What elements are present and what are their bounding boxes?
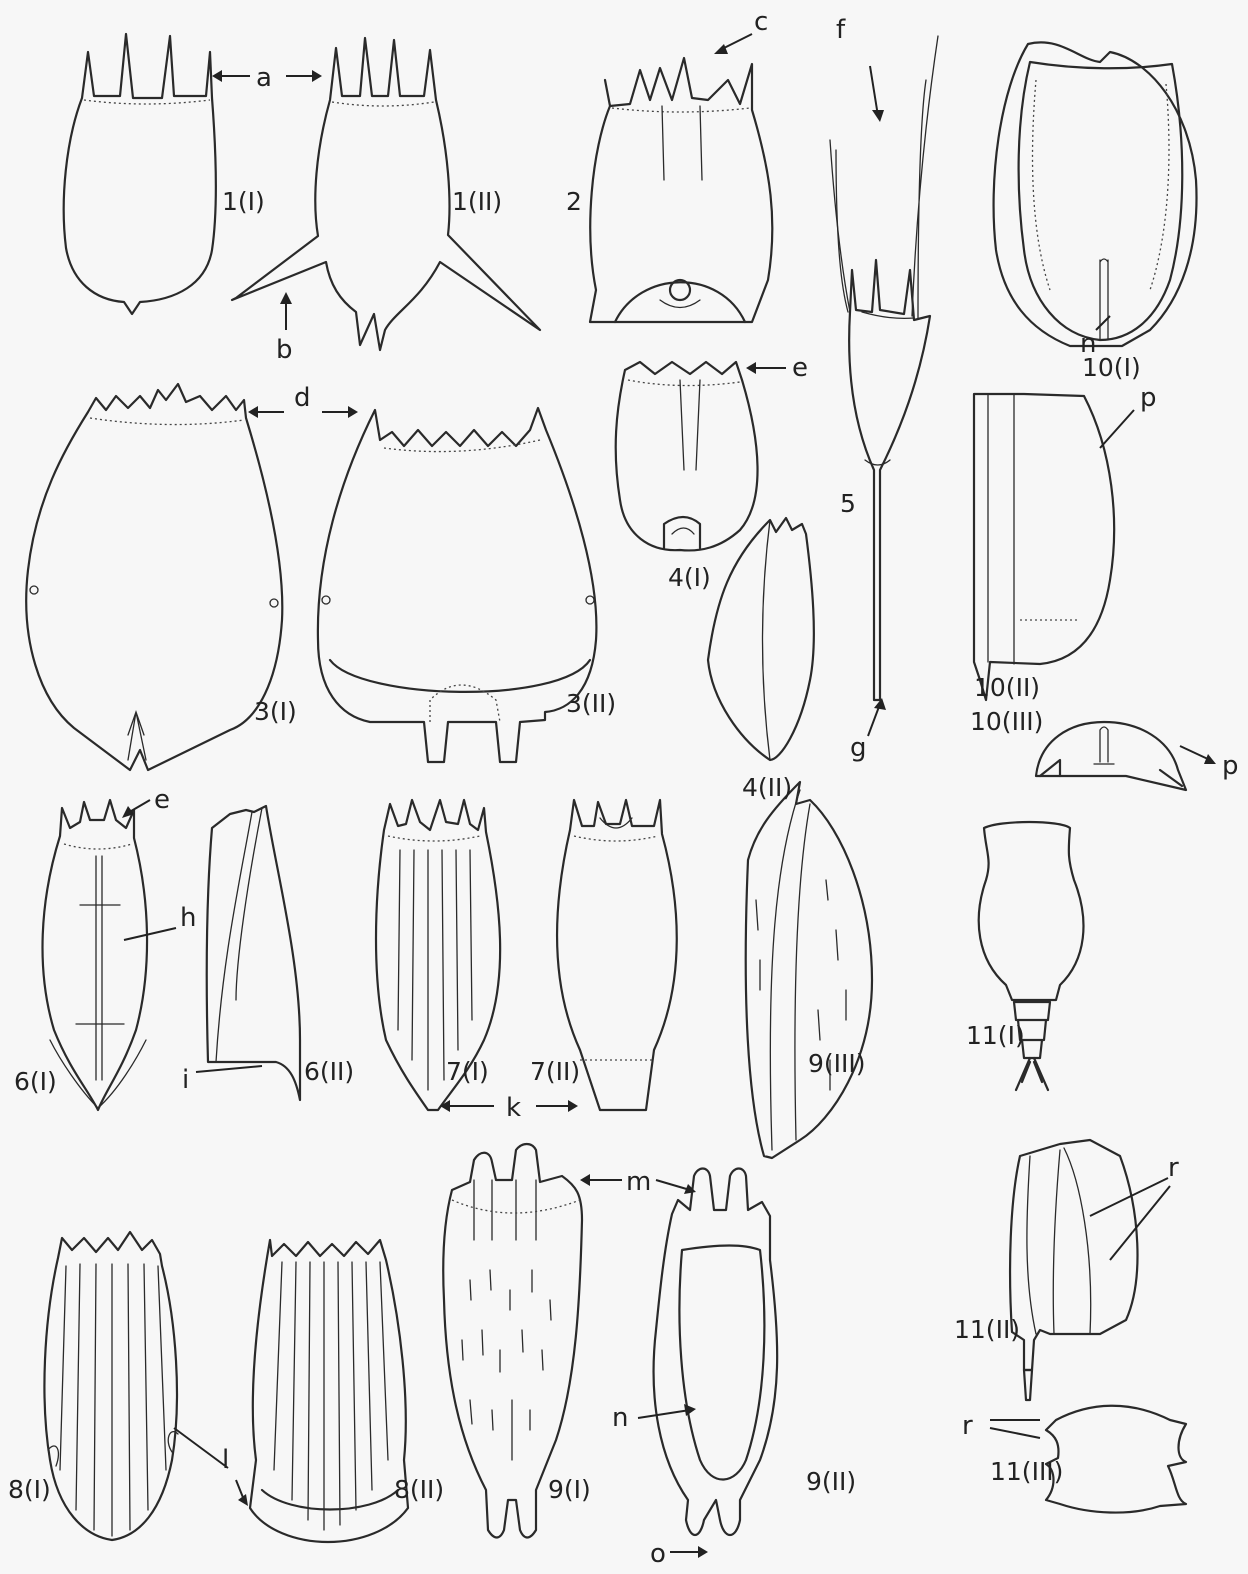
specimen-11-II (1010, 1140, 1137, 1400)
callout-k: k (506, 1093, 521, 1123)
label-10-II: 10(II) (974, 673, 1040, 702)
callout-p-bottom: p (1222, 751, 1239, 781)
specimen-10-I (994, 42, 1197, 346)
label-3-I: 3(I) (254, 697, 297, 726)
label-9-II: 9(II) (806, 1467, 856, 1496)
callout-f: f (836, 15, 846, 45)
specimen-5 (830, 36, 938, 700)
callout-c: c (754, 7, 768, 37)
callout-arrows (122, 34, 1216, 1558)
callout-e-bottom: e (154, 785, 170, 815)
label-4-II: 4(II) (742, 773, 792, 802)
label-7-I: 7(I) (446, 1057, 489, 1086)
label-4-I: 4(I) (668, 563, 711, 592)
label-7-II: 7(II) (530, 1057, 580, 1086)
callout-r-bottom: r (962, 1411, 973, 1441)
callout-r-top: r (1168, 1153, 1179, 1183)
specimen-6-I (43, 800, 148, 1110)
specimen-1-I (64, 34, 216, 314)
callout-n-top: n (1080, 329, 1096, 359)
callout-a: a (256, 63, 272, 93)
specimen-10-II (974, 394, 1114, 700)
specimen-4-II (708, 518, 814, 760)
specimen-9-III (746, 782, 872, 1158)
label-1-II: 1(II) (452, 187, 502, 216)
callout-d: d (294, 383, 311, 413)
label-3-II: 3(II) (566, 689, 616, 718)
callout-b: b (276, 335, 293, 365)
specimen-3-I (26, 384, 282, 770)
label-10-III: 10(III) (970, 707, 1043, 736)
callout-m: m (626, 1167, 651, 1197)
callout-h: h (180, 903, 196, 933)
specimen-2 (590, 58, 772, 322)
label-9-I: 9(I) (548, 1475, 591, 1504)
specimen-9-II (654, 1169, 778, 1536)
label-11-I: 11(I) (966, 1021, 1025, 1050)
callout-g: g (850, 733, 867, 763)
specimen-11-III (1046, 1406, 1186, 1513)
label-1-I: 1(I) (222, 187, 265, 216)
callout-l: l (222, 1445, 229, 1475)
specimen-6-II (207, 806, 300, 1100)
callout-e-top: e (792, 353, 808, 383)
label-6-I: 6(I) (14, 1067, 57, 1096)
label-5: 5 (840, 489, 856, 518)
label-6-II: 6(II) (304, 1057, 354, 1086)
label-11-II: 11(II) (954, 1315, 1020, 1344)
label-11-III: 11(III) (990, 1457, 1063, 1486)
specimen-3-II (318, 408, 597, 762)
label-8-II: 8(II) (394, 1475, 444, 1504)
specimen-10-III (1036, 722, 1186, 790)
callout-p-top: p (1140, 383, 1157, 413)
label-8-I: 8(I) (8, 1475, 51, 1504)
specimen-8-I (44, 1232, 178, 1540)
callout-i: i (182, 1065, 189, 1095)
specimen-8-II (250, 1240, 408, 1542)
label-2: 2 (566, 187, 582, 216)
label-9-III: 9(III) (808, 1049, 866, 1078)
specimen-4-I (616, 362, 758, 550)
callout-n-bottom: n (612, 1403, 628, 1433)
callout-o: o (650, 1539, 666, 1569)
